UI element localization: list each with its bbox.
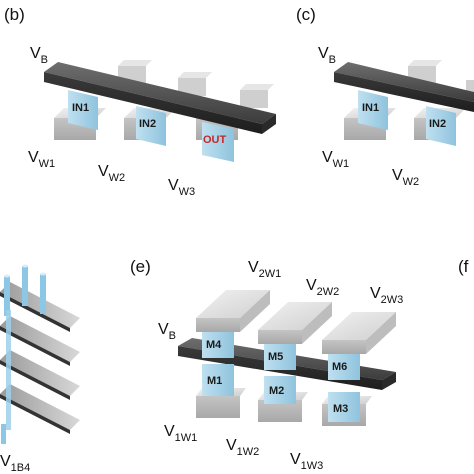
panel-e-bitline-label: VB [158, 321, 176, 342]
panel-b-device-in1: IN1 [68, 90, 98, 130]
panel-e-device-m6: M6 [328, 352, 360, 380]
panel-b-device-in2: IN2 [136, 106, 166, 146]
panel-b-wordline-label-2: VW2 [98, 163, 125, 184]
panel-c-bitline-label: VB [318, 45, 336, 66]
panel-e-bottom-line-label-2: V1W2 [226, 437, 259, 458]
svg-text:OUT: OUT [203, 134, 227, 146]
svg-text:M4: M4 [206, 339, 222, 351]
svg-text:M5: M5 [268, 351, 283, 363]
panel-e-top-line-label-1: V2W1 [248, 259, 281, 280]
panel-e-device-m3: M3 [328, 392, 360, 422]
panel-b-device-out: OUT [202, 122, 234, 162]
panel-d-bottom-label: V1B4 [0, 453, 30, 474]
panel-c-wordline-label-1: VW1 [322, 149, 349, 170]
panel-b-wordline-label-1: VW1 [28, 149, 55, 170]
svg-text:IN1: IN1 [72, 102, 89, 114]
panel-e-bottom-line-label-1: V1W1 [164, 423, 197, 444]
panel-e-label: (e) [130, 257, 151, 276]
panel-f: (f [458, 257, 469, 276]
panel-e-device-m1: M1 [202, 364, 234, 396]
svg-text:M2: M2 [269, 385, 284, 397]
panel-c-wordline-label-2: VW2 [392, 167, 419, 188]
panel-e-top-line-label-3: V2W3 [370, 285, 403, 306]
panel-e-device-m2: M2 [264, 376, 296, 404]
svg-text:IN2: IN2 [429, 118, 446, 130]
panel-e: (e) V2W1 V2W2 V2W3 VB M1 M2 [130, 257, 403, 472]
svg-text:IN2: IN2 [139, 118, 156, 130]
panel-c: (c) VB IN1 IN2 VW1 VW2 [296, 5, 474, 188]
svg-text:M3: M3 [333, 403, 348, 415]
panel-d: V1B4 [0, 264, 80, 474]
panel-d-stack [0, 264, 80, 444]
panel-e-bottom-line-label-3: V1W3 [290, 451, 323, 472]
panel-c-device-in2: IN2 [426, 106, 456, 146]
panel-c-device-in1: IN1 [358, 90, 388, 130]
svg-text:IN1: IN1 [362, 102, 379, 114]
panel-e-top-line-label-2: V2W2 [306, 277, 339, 298]
panel-b: (b) VB IN1 [4, 5, 276, 198]
svg-text:M1: M1 [207, 375, 222, 387]
panel-b-label: (b) [4, 5, 25, 24]
panel-e-device-m5: M5 [264, 342, 296, 370]
panel-e-device-m4: M4 [202, 330, 234, 358]
panel-c-label: (c) [296, 5, 316, 24]
panel-e-top-word-lines [196, 290, 396, 354]
panel-b-wordline-label-3: VW3 [168, 177, 195, 198]
panel-b-bitline-label: VB [30, 45, 48, 66]
panel-f-label: (f [458, 257, 469, 276]
panel-b-bit-line-bar [44, 62, 276, 134]
panel-c-bit-line-bar [334, 62, 474, 112]
svg-text:M6: M6 [332, 361, 347, 373]
